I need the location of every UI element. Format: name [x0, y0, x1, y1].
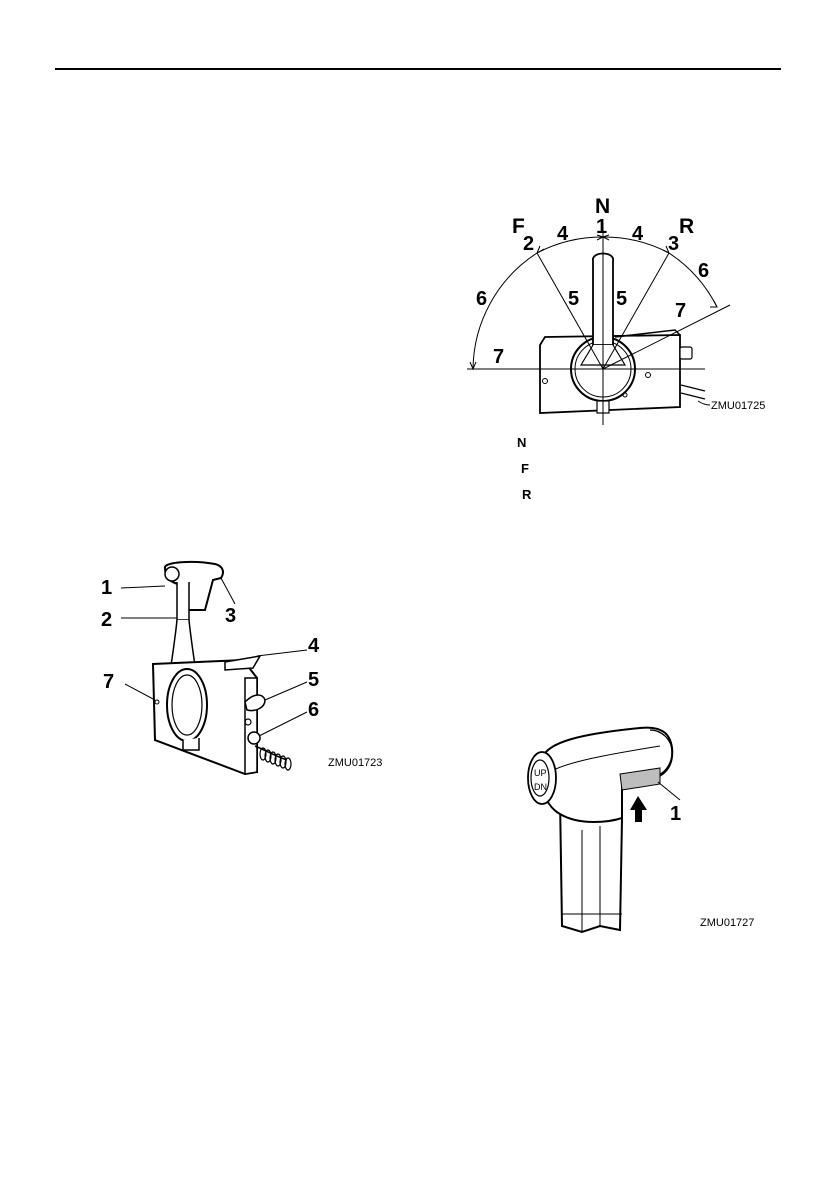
- callout-4: 4: [632, 223, 644, 245]
- callout-3: 3: [225, 605, 236, 627]
- callout-2: 2: [101, 609, 112, 631]
- callout-6: 6: [698, 260, 709, 282]
- callout-3: 3: [668, 233, 679, 255]
- figure-code: ZMU01727: [700, 917, 754, 929]
- callout-1: 1: [596, 216, 607, 238]
- lever-positions-figure: N F R 1 2 3 4 4 5 5 6 6 7 7 ZMU01725: [465, 195, 785, 430]
- callout-6: 6: [308, 699, 319, 721]
- up-arrow-icon: [630, 796, 647, 822]
- callout-1: 1: [101, 577, 112, 599]
- lever-handle-figure: UP DN 1 ZMU01727: [520, 718, 790, 940]
- callout-2: 2: [523, 233, 534, 255]
- remote-control-box-figure: 1 2 3 4 5 6 7 ZMU01723: [95, 560, 395, 790]
- callout-4: 4: [308, 635, 320, 657]
- callout-5: 5: [308, 669, 319, 691]
- figure-code: ZMU01723: [328, 757, 382, 769]
- switch-dn-label: DN: [534, 782, 547, 792]
- callout-7: 7: [103, 671, 114, 693]
- remote-control-box-illustration: 1 2 3 4 5 6 7 ZMU01723: [95, 560, 395, 790]
- callout-5: 5: [616, 288, 627, 310]
- lever-handle-illustration: UP DN 1 ZMU01727: [520, 718, 790, 940]
- letter-n: N: [595, 195, 610, 218]
- header-rule: [55, 68, 781, 70]
- switch-up-label: UP: [534, 768, 547, 778]
- callout-4: 4: [557, 223, 569, 245]
- legend-f: F: [521, 462, 529, 475]
- callout-1: 1: [670, 803, 681, 825]
- callout-5: 5: [568, 288, 579, 310]
- figure-code: ZMU01725: [711, 400, 765, 412]
- callout-6: 6: [476, 288, 487, 310]
- letter-r: R: [679, 215, 694, 238]
- lever-positions-diagram: N F R 1 2 3 4 4 5 5 6 6 7 7 ZMU01725: [465, 195, 785, 430]
- callout-7: 7: [675, 300, 686, 322]
- callout-7: 7: [493, 346, 504, 368]
- legend-r: R: [522, 488, 531, 501]
- legend-n: N: [517, 436, 526, 449]
